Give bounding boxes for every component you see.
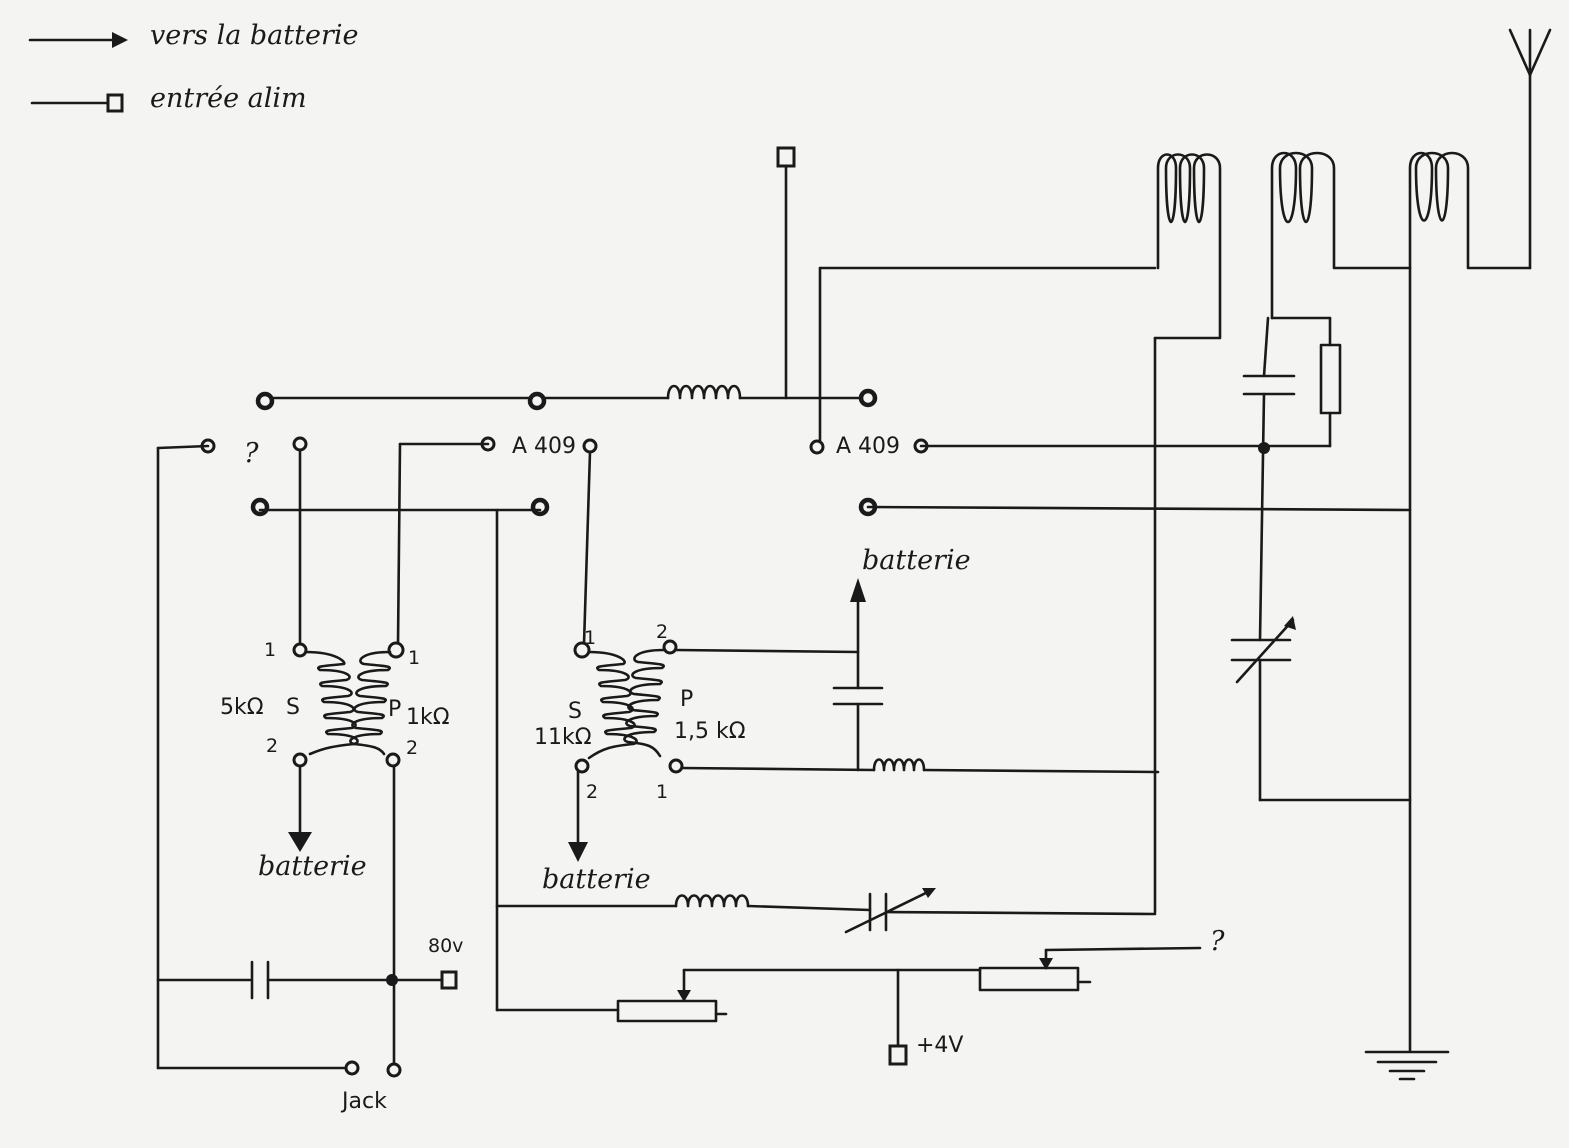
transformer-1: 1 2 1 2 5kΩ S P 1kΩ batterie <box>220 442 490 1067</box>
junction-dot <box>386 974 398 986</box>
tube-pin <box>530 497 550 517</box>
cap-battery-label: batterie <box>862 545 971 576</box>
battery-arrow-icon <box>850 578 866 602</box>
t1-s-label: S <box>286 695 300 720</box>
t2-s-value: 11kΩ <box>534 725 592 750</box>
battery-arrow-icon <box>568 842 588 862</box>
t2-p-value: 1,5 kΩ <box>674 719 746 744</box>
t2-pin-s1: 1 <box>584 627 596 649</box>
battery-arrow-icon <box>288 832 312 852</box>
potentiometer-icon <box>978 966 1080 992</box>
capacitor-icon <box>1242 374 1296 396</box>
t2-pin-s2: 2 <box>586 781 598 803</box>
tube-pin <box>527 391 547 411</box>
t1-p-label: P <box>388 697 401 722</box>
t2-pin-p2: 2 <box>656 621 668 643</box>
tube-pin <box>250 497 270 517</box>
capacitor-icon <box>250 960 270 1000</box>
tube-pin <box>292 436 308 452</box>
t2-battery-label: batterie <box>542 864 651 895</box>
coil-icon <box>1270 151 1412 320</box>
legend: vers la batterie entrée alim <box>28 20 358 114</box>
coil-icon <box>818 153 1222 340</box>
resistor-icon <box>1319 343 1342 415</box>
potentiometer-icon <box>616 999 718 1023</box>
feed-terminal-icon <box>776 146 796 400</box>
filament-bus-wire <box>866 505 1412 512</box>
jack-label: Jack <box>340 1089 387 1114</box>
t1-pin-p1: 1 <box>408 647 420 669</box>
antenna-icon <box>1508 28 1552 270</box>
tube-pin <box>809 439 825 455</box>
t1-pin-s1: 1 <box>264 639 276 661</box>
legend-power-label: entrée alim <box>150 83 307 114</box>
t2-pin-p1: 1 <box>656 781 668 803</box>
jack-pin <box>344 1060 360 1076</box>
t2-p-label: P <box>680 687 693 712</box>
tube-pin <box>582 438 598 454</box>
power-input-icon <box>30 93 124 113</box>
tube-label-left: A 409 <box>512 434 576 459</box>
inductor-icon <box>674 894 750 908</box>
inductor-icon <box>872 758 1160 774</box>
unknown-pot-mark: ? <box>1210 926 1225 957</box>
transformer-2: 1 2 2 1 S 11kΩ P 1,5 kΩ batterie <box>534 450 876 895</box>
t2-s-label: S <box>568 699 582 724</box>
tube-label-right: A 409 <box>836 434 900 459</box>
power-input-icon <box>440 970 458 990</box>
battery-arrow-icon <box>28 32 128 48</box>
power-input-icon <box>888 1044 908 1066</box>
t1-pin-p2: 2 <box>406 737 418 759</box>
coil-icon <box>1408 151 1532 270</box>
jack-pin <box>386 1062 402 1078</box>
t1-pin-s2: 2 <box>266 735 278 757</box>
low-voltage-label: +4V <box>916 1033 963 1058</box>
variable-capacitor-icon <box>1230 616 1296 684</box>
tube-pin <box>858 388 878 408</box>
t1-p-value: 1kΩ <box>406 705 450 730</box>
t1-s-value: 5kΩ <box>220 695 264 720</box>
legend-battery-label: vers la batterie <box>150 20 358 51</box>
tube-pin <box>255 391 275 411</box>
unknown-pin-mark: ? <box>244 438 259 469</box>
ground-icon <box>1364 1050 1450 1081</box>
high-voltage-label: 80v <box>428 935 463 957</box>
capacitor-icon <box>832 598 884 772</box>
inductor-icon <box>666 384 870 400</box>
t1-battery-label: batterie <box>258 851 367 882</box>
